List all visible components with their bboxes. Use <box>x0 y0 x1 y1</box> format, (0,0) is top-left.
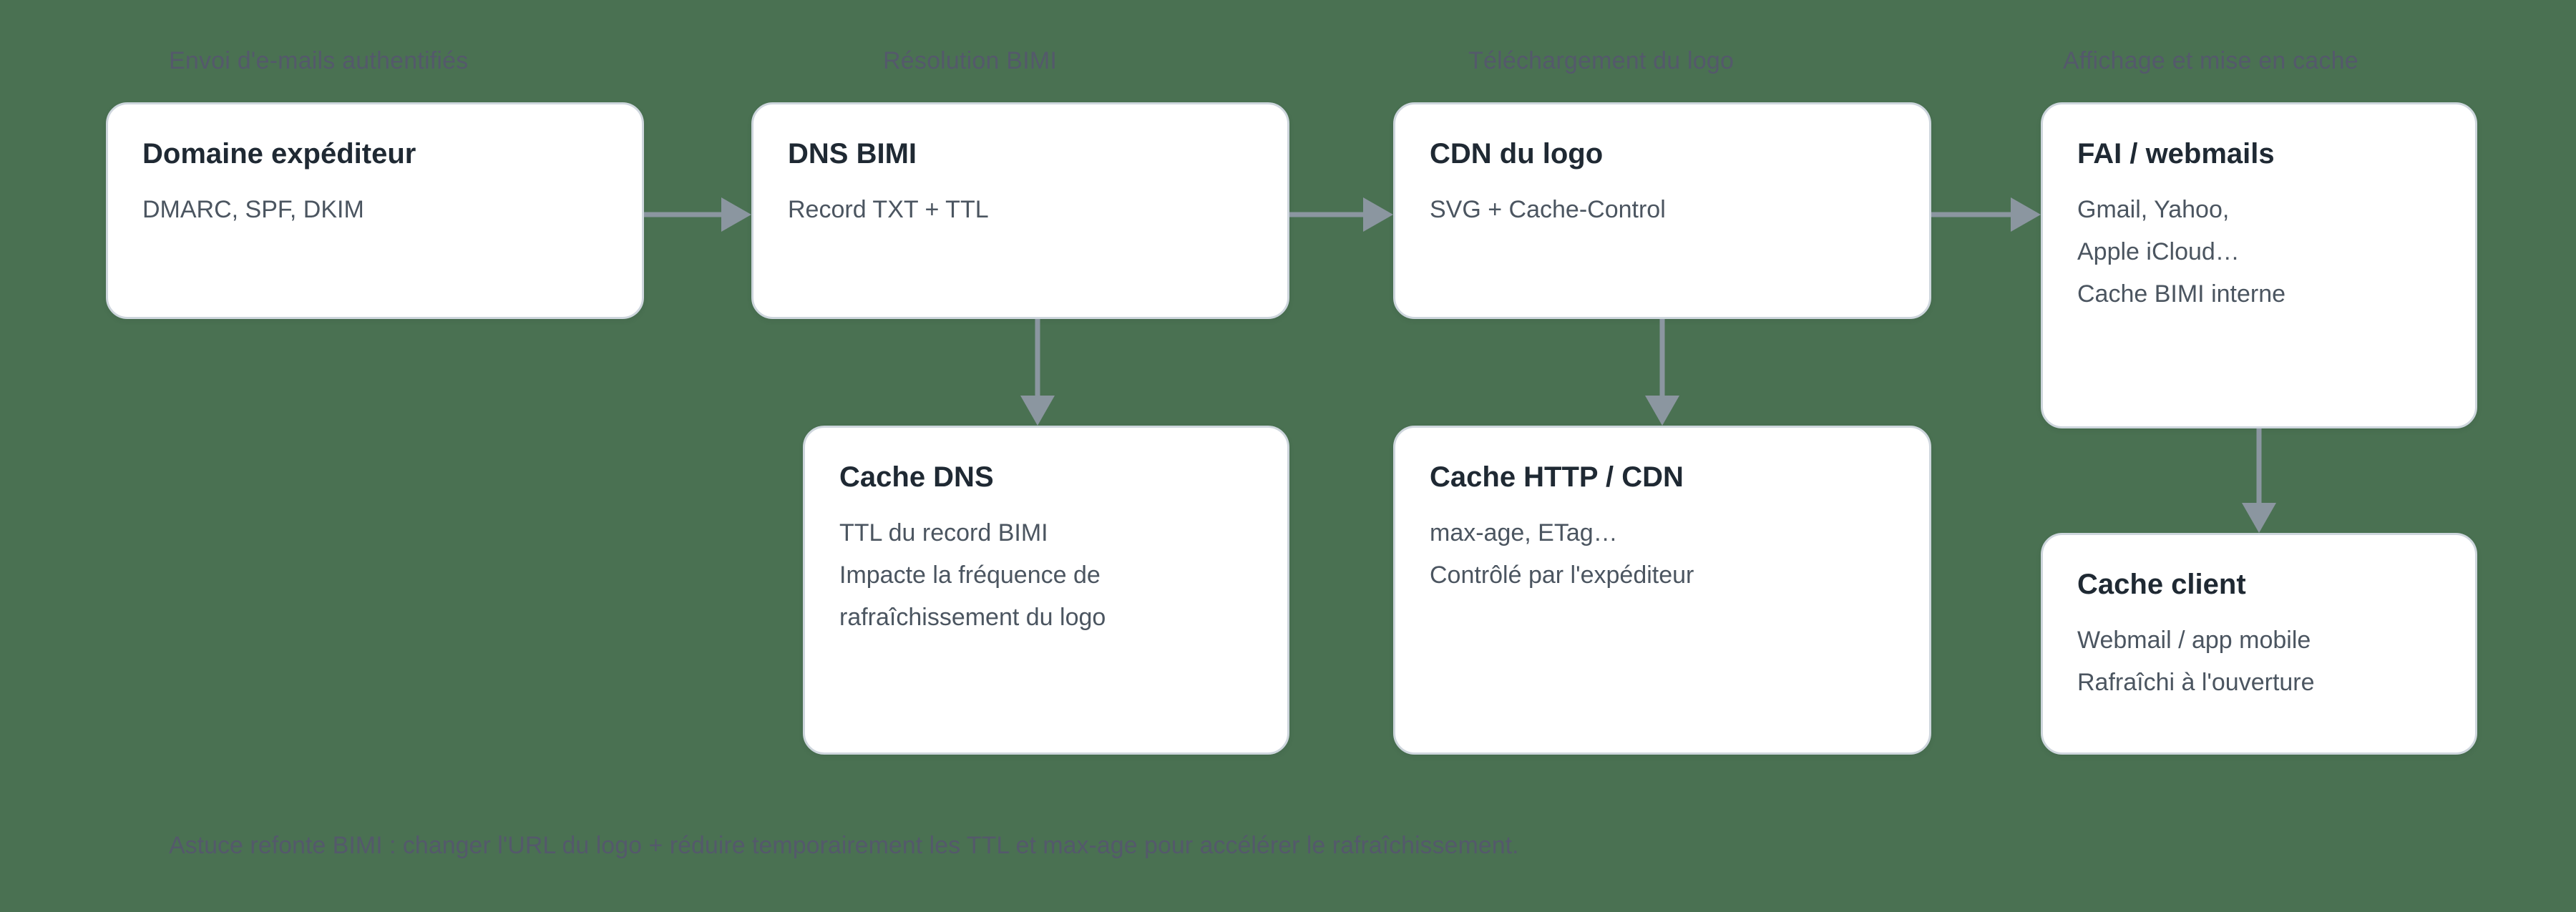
card-title: FAI / webmails <box>2077 138 2275 170</box>
card-line: TTL du record BIMI <box>839 519 1048 546</box>
arrow-head-icon <box>2242 503 2276 533</box>
node-card-dns-bimi[interactable]: DNS BIMI Record TXT + TTL <box>751 102 1289 319</box>
card-line: Gmail, Yahoo, <box>2077 196 2230 223</box>
arrow-head-icon <box>1363 197 1393 232</box>
node-card-domaine-expediteur[interactable]: Domaine expéditeur DMARC, SPF, DKIM <box>106 102 644 319</box>
card-line: Webmail / app mobile <box>2077 627 2311 654</box>
arrow-shaft <box>644 212 728 217</box>
card-line: max-age, ETag… <box>1430 519 1618 546</box>
arrow-shaft <box>1035 319 1040 396</box>
arrow-shaft <box>2256 428 2262 503</box>
node-card-cache-dns[interactable]: Cache DNS TTL du record BIMI Impacte la … <box>803 426 1289 755</box>
arrow-cdn-du-logo-to-fai-webmails <box>1931 197 2041 232</box>
card-line: Record TXT + TTL <box>788 196 989 223</box>
footer-note: Astuce refonte BIMI : changer l'URL du l… <box>169 832 1519 859</box>
node-card-cdn-du-logo[interactable]: CDN du logo SVG + Cache-Control <box>1393 102 1931 319</box>
arrow-dns-bimi-to-cache-dns <box>1020 319 1055 426</box>
arrow-fai-webmails-to-cache-client <box>2242 428 2276 533</box>
arrow-shaft <box>1289 212 1370 217</box>
card-line: Contrôlé par l'expéditeur <box>1430 562 1694 589</box>
arrow-head-icon <box>2011 197 2041 232</box>
column-header-affichage-et-mise-en-cache: Affichage et mise en cache <box>2063 47 2358 74</box>
card-title: Domaine expéditeur <box>142 138 416 170</box>
card-line: rafraîchissement du logo <box>839 604 1106 631</box>
arrow-head-icon <box>1020 396 1055 426</box>
column-header-resolution-bimi: Résolution BIMI <box>883 47 1057 74</box>
arrow-shaft <box>1931 212 2018 217</box>
arrow-head-icon <box>1645 396 1679 426</box>
card-line: DMARC, SPF, DKIM <box>142 196 364 223</box>
card-title: Cache HTTP / CDN <box>1430 461 1684 493</box>
card-line: Cache BIMI interne <box>2077 280 2286 308</box>
arrow-cdn-du-logo-to-cache-http-cdn <box>1645 319 1679 426</box>
card-line: Apple iCloud… <box>2077 238 2240 265</box>
column-header-envoi-emails-authentifies: Envoi d'e-mails authentifiés <box>169 47 469 74</box>
node-card-cache-client[interactable]: Cache client Webmail / app mobile Rafraî… <box>2041 533 2477 755</box>
card-line: SVG + Cache-Control <box>1430 196 1666 223</box>
card-title: Cache client <box>2077 569 2246 600</box>
arrow-shaft <box>1659 319 1665 396</box>
card-title: Cache DNS <box>839 461 994 493</box>
node-card-cache-http-cdn[interactable]: Cache HTTP / CDN max-age, ETag… Contrôlé… <box>1393 426 1931 755</box>
card-title: CDN du logo <box>1430 138 1604 170</box>
card-line: Rafraîchi à l'ouverture <box>2077 669 2315 696</box>
arrow-head-icon <box>721 197 751 232</box>
card-line: Impacte la fréquence de <box>839 562 1101 589</box>
arrow-domaine-expediteur-to-dns-bimi <box>644 197 751 232</box>
arrow-dns-bimi-to-cdn-du-logo <box>1289 197 1393 232</box>
node-card-fai-webmails[interactable]: FAI / webmails Gmail, Yahoo, Apple iClou… <box>2041 102 2477 428</box>
card-title: DNS BIMI <box>788 138 917 170</box>
column-header-telechargement-du-logo: Téléchargement du logo <box>1468 47 1735 74</box>
